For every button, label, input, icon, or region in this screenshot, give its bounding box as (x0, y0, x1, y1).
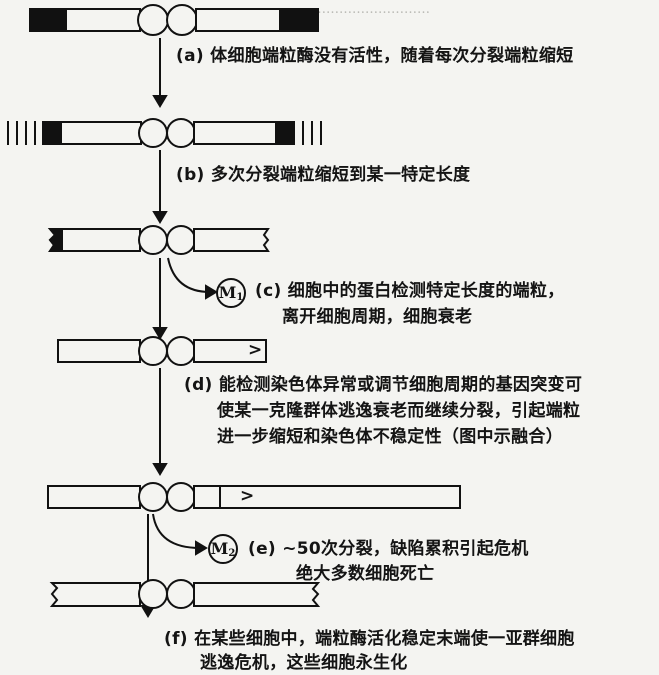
checkpoint-m1: M1 (216, 278, 246, 308)
fusion-mark-fused: > (240, 486, 255, 506)
step-d-caption: (d) 能检测染色体异常或调节细胞周期的基因突变可 (184, 375, 583, 395)
chromosome-f (49, 579, 321, 609)
fusion-mark-d: > (248, 340, 263, 360)
step-e-caption-line2: 绝大多数细胞死亡 (296, 564, 435, 584)
chromosome-fused (47, 482, 461, 512)
chromosome-b (7, 118, 322, 148)
chromosome-d (57, 336, 267, 366)
step-f-caption: (f) 在某些细胞中，端粒酶活化稳定末端使一亚群细胞 (164, 629, 575, 649)
step-f-caption-line2: 逃逸危机，这些细胞永生化 (200, 653, 408, 673)
step-c-caption: (c) 细胞中的蛋白检测特定长度的端粒， (255, 281, 565, 301)
checkpoint-m2: M2 (208, 534, 238, 564)
chromosome-c (47, 225, 270, 255)
step-d-caption-line3: 进一步缩短和染色体不稳定性（图中示融合） (217, 427, 563, 447)
step-b-caption: (b) 多次分裂端粒缩短到某一特定长度 (176, 165, 471, 185)
step-c-caption-line2: 离开细胞周期，细胞衰老 (282, 307, 473, 327)
step-e-caption: (e) ~50次分裂，缺陷累积引起危机 (248, 539, 529, 559)
step-a-caption: (a) 体细胞端粒酶没有活性，随着每次分裂端粒缩短 (176, 46, 574, 66)
chromosome-a (29, 4, 319, 36)
step-d-caption-line2: 使某一克隆群体逃逸衰老而继续分裂，引起端粒 (217, 401, 581, 421)
